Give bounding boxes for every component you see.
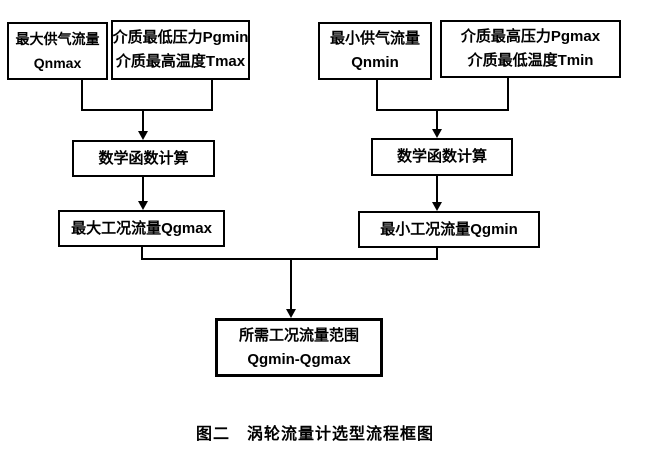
figure-caption: 图二 涡轮流量计选型流程框图 [195, 426, 434, 443]
node-label: 介质最低温度Tmin [467, 52, 594, 69]
connector-line [436, 111, 438, 130]
node-label: Qgmin-Qgmax [247, 350, 351, 368]
node-label: Qnmax [33, 55, 82, 71]
node-min-working-flow: 最小工况流量Qgmin [358, 211, 540, 248]
node-label: 介质最高温度Tmax [115, 53, 246, 70]
node-max-supply-flow: 最大供气流量 Qnmax [7, 22, 108, 80]
node-label: 介质最高压力Pgmax [460, 28, 601, 45]
arrow-down-icon [138, 201, 148, 210]
node-required-flow-range: 所需工况流量范围 Qgmin-Qgmax [215, 318, 383, 377]
node-max-pressure-min-temp: 介质最高压力Pgmax 介质最低温度Tmin [440, 20, 621, 78]
node-label: 最小供气流量 [329, 30, 420, 47]
node-label: 最大供气流量 [15, 31, 100, 47]
connector-line [211, 80, 213, 111]
node-label: 最大工况流量Qgmax [71, 219, 212, 237]
arrow-down-icon [432, 129, 442, 138]
arrow-down-icon [286, 309, 296, 318]
connector-line [81, 80, 83, 111]
node-max-working-flow: 最大工况流量Qgmax [58, 210, 225, 247]
arrow-down-icon [432, 202, 442, 211]
connector-line [376, 80, 378, 111]
connector-line [507, 78, 509, 111]
connector-line [436, 248, 438, 260]
node-math-calc-right: 数学函数计算 [371, 138, 513, 176]
node-label: 最小工况流量Qgmin [380, 220, 518, 238]
node-label: 介质最低压力Pgmin [112, 29, 249, 46]
arrow-down-icon [138, 131, 148, 140]
connector-line [81, 109, 213, 111]
node-label: 数学函数计算 [396, 148, 487, 165]
node-label: 所需工况流量范围 [238, 326, 359, 344]
connector-line [141, 247, 143, 260]
connector-line [290, 260, 292, 310]
node-min-pressure-max-temp: 介质最低压力Pgmin 介质最高温度Tmax [111, 20, 250, 80]
connector-line [142, 111, 144, 132]
node-math-calc-left: 数学函数计算 [72, 140, 215, 177]
node-label: Qnmin [351, 54, 399, 71]
connector-line [141, 258, 438, 260]
connector-line [436, 176, 438, 202]
node-min-supply-flow: 最小供气流量 Qnmin [318, 22, 432, 80]
node-label: 数学函数计算 [98, 149, 189, 167]
connector-line [376, 109, 509, 111]
connector-line [142, 177, 144, 202]
